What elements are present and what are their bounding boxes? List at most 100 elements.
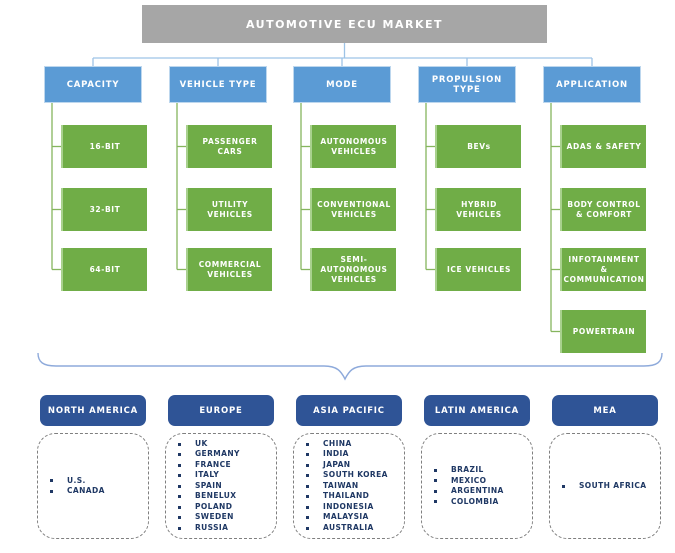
country-item: ITALY <box>178 470 272 481</box>
segment-item-ice-vehicles: ICE VEHICLES <box>435 248 521 291</box>
segment-item-commercial-vehicles: COMMERCIAL VEHICLES <box>186 248 272 291</box>
segment-item-hybrid-vehicles: HYBRID VEHICLES <box>435 188 521 231</box>
bullet-icon <box>306 463 309 467</box>
country-item: AUSTRALIA <box>306 523 400 534</box>
region-header-north-america: NORTH AMERICA <box>40 395 146 426</box>
bullet-icon <box>306 442 309 446</box>
country-label: MEXICO <box>451 475 487 485</box>
country-label: COLOMBIA <box>451 496 499 506</box>
bullet-icon <box>434 468 437 472</box>
country-label: INDONESIA <box>323 501 374 511</box>
country-label: RUSSIA <box>195 522 229 532</box>
country-label: AUSTRALIA <box>323 522 374 532</box>
region-header-asia-pacific: ASIA PACIFIC <box>296 395 402 426</box>
country-item: GERMANY <box>178 449 272 460</box>
segment-header-propulsion-type: PROPULSION TYPE <box>418 66 516 103</box>
bullet-icon <box>178 463 181 467</box>
country-list-north-america: U.S.CANADA <box>37 433 149 539</box>
country-label: SWEDEN <box>195 512 234 522</box>
bullet-icon <box>306 495 309 498</box>
segment-item-32-bit: 32-BIT <box>61 188 147 231</box>
segment-item-utility-vehicles: UTILITY VEHICLES <box>186 188 272 231</box>
bullet-icon <box>306 516 309 519</box>
country-item: JAPAN <box>306 460 400 471</box>
country-item: ARGENTINA <box>434 486 528 497</box>
country-label: SOUTH AFRICA <box>579 480 647 490</box>
bullet-icon <box>178 474 181 477</box>
segment-item-passenger-cars: PASSENGER CARS <box>186 125 272 168</box>
bullet-icon <box>178 495 181 498</box>
country-label: UK <box>195 438 208 448</box>
country-label: MALAYSIA <box>323 512 369 522</box>
country-label: TAIWAN <box>323 480 359 490</box>
country-item: SOUTH KOREA <box>306 470 400 481</box>
segment-header-mode: MODE <box>293 66 391 103</box>
country-label: POLAND <box>195 501 233 511</box>
country-label: SOUTH KOREA <box>323 470 388 480</box>
country-item: RUSSIA <box>178 523 272 534</box>
bullet-icon <box>306 484 309 488</box>
bullet-icon <box>178 526 181 530</box>
country-item: COLOMBIA <box>434 497 528 508</box>
country-item: BENELUX <box>178 491 272 502</box>
country-item: SOUTH AFRICA <box>562 481 656 492</box>
country-item: BRAZIL <box>434 465 528 476</box>
segment-item-64-bit: 64-BIT <box>61 248 147 291</box>
country-label: THAILAND <box>323 491 370 501</box>
region-header-mea: MEA <box>552 395 658 426</box>
country-label: INDIA <box>323 449 349 459</box>
region-header-latin-america: LATIN AMERICA <box>424 395 530 426</box>
country-item: CANADA <box>50 486 144 497</box>
bullet-icon <box>178 442 181 446</box>
country-label: ARGENTINA <box>451 486 504 495</box>
country-label: CANADA <box>67 486 105 495</box>
country-item: U.S. <box>50 476 144 487</box>
segment-item-infotainment-communication: INFOTAINMENT & COMMUNICATION <box>560 248 646 291</box>
segment-item-powertrain: POWERTRAIN <box>560 310 646 353</box>
country-label: U.S. <box>67 475 86 485</box>
country-item: CHINA <box>306 439 400 450</box>
segment-item-conventional-vehicles: CONVENTIONAL VEHICLES <box>310 188 396 231</box>
region-header-europe: EUROPE <box>168 395 274 426</box>
country-item: FRANCE <box>178 460 272 471</box>
segment-item-autonomous-vehicles: AUTONOMOUS VEHICLES <box>310 125 396 168</box>
country-list-mea: SOUTH AFRICA <box>549 433 661 539</box>
country-item: TAIWAN <box>306 481 400 492</box>
segment-item-body-control-comfort: BODY CONTROL & COMFORT <box>560 188 646 231</box>
segment-item-semi-autonomous-vehicles: SEMI-AUTONOMOUS VEHICLES <box>310 248 396 291</box>
country-label: ITALY <box>195 470 220 480</box>
segment-item-bevs: BEVs <box>435 125 521 168</box>
country-item: SWEDEN <box>178 512 272 523</box>
bullet-icon <box>306 474 309 477</box>
segment-item-16-bit: 16-BIT <box>61 125 147 168</box>
country-item: THAILAND <box>306 491 400 502</box>
country-item: MEXICO <box>434 476 528 487</box>
segment-header-vehicle-type: VEHICLE TYPE <box>169 66 267 103</box>
diagram-title: AUTOMOTIVE ECU MARKET <box>142 5 547 43</box>
country-item: INDONESIA <box>306 502 400 513</box>
country-label: BENELUX <box>195 491 237 501</box>
bullet-icon <box>434 489 437 493</box>
brace-icon <box>37 352 663 381</box>
segment-header-application: APPLICATION <box>543 66 641 103</box>
bullet-icon <box>50 479 53 483</box>
country-label: GERMANY <box>195 449 240 459</box>
bullet-icon <box>178 453 181 456</box>
bullet-icon <box>434 479 437 483</box>
country-item: INDIA <box>306 449 400 460</box>
country-item: SPAIN <box>178 481 272 492</box>
country-label: SPAIN <box>195 480 223 490</box>
bullet-icon <box>562 484 565 488</box>
bullet-icon <box>434 500 437 504</box>
country-item: UK <box>178 439 272 450</box>
bullet-icon <box>306 453 309 456</box>
bullet-icon <box>178 516 181 519</box>
bullet-icon <box>178 484 181 488</box>
country-item: POLAND <box>178 502 272 513</box>
bullet-icon <box>50 489 53 493</box>
segment-header-capacity: CAPACITY <box>44 66 142 103</box>
